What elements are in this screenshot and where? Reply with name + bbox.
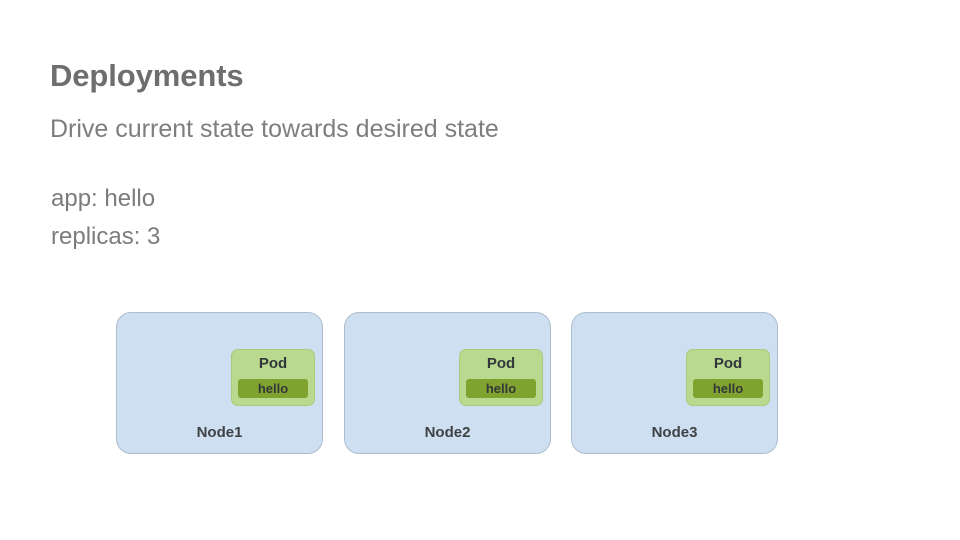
- page-title: Deployments: [50, 58, 244, 93]
- pod-app-chip: hello: [238, 379, 308, 398]
- node-row: Pod hello Node1 Pod hello Node2 Pod hell…: [116, 312, 778, 454]
- pod-title-label: Pod: [713, 355, 743, 372]
- pod-title-label: Pod: [258, 355, 288, 372]
- node-label: Node3: [651, 424, 698, 441]
- pod-app-chip: hello: [466, 379, 536, 398]
- node-box-1[interactable]: Pod hello Node1: [116, 312, 323, 454]
- page-subtitle: Drive current state towards desired stat…: [50, 115, 499, 143]
- pod-title-label: Pod: [486, 355, 516, 372]
- pod-badge-3[interactable]: Pod hello: [686, 349, 770, 406]
- node-label: Node2: [424, 424, 471, 441]
- pod-badge-2[interactable]: Pod hello: [459, 349, 543, 406]
- spec-app-line: app: hello: [51, 185, 156, 212]
- pod-app-chip: hello: [693, 379, 763, 398]
- node-label: Node1: [196, 424, 243, 441]
- pod-badge-1[interactable]: Pod hello: [231, 349, 315, 406]
- node-box-3[interactable]: Pod hello Node3: [571, 312, 778, 454]
- deployment-spec: app: hello replicas: 3: [51, 180, 160, 256]
- node-box-2[interactable]: Pod hello Node2: [344, 312, 551, 454]
- spec-replicas-line: replicas: 3: [51, 223, 161, 250]
